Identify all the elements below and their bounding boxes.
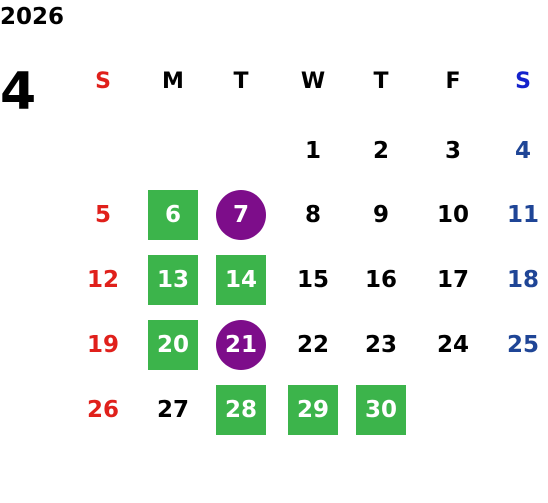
day-cell-1[interactable]: 1 — [304, 138, 321, 164]
day-cell-12[interactable]: 12 — [86, 267, 119, 293]
weekday-header-tue: T — [233, 68, 249, 94]
month-number: 4 — [0, 62, 37, 122]
weekday-header-fri: F — [445, 68, 461, 94]
weekday-header-thu: T — [373, 68, 389, 94]
day-cell-9[interactable]: 9 — [372, 202, 389, 228]
day-cell-19[interactable]: 19 — [86, 332, 119, 358]
day-cell-17[interactable]: 17 — [436, 267, 469, 293]
day-cell-10[interactable]: 10 — [436, 202, 469, 228]
day-cell-20[interactable]: 20 — [148, 320, 198, 370]
day-cell-21[interactable]: 21 — [216, 320, 266, 370]
day-cell-13[interactable]: 13 — [148, 255, 198, 305]
day-cell-7[interactable]: 7 — [216, 190, 266, 240]
day-cell-24[interactable]: 24 — [436, 332, 469, 358]
weekday-header-mon: M — [162, 68, 184, 94]
day-cell-16[interactable]: 16 — [364, 267, 397, 293]
day-cell-2[interactable]: 2 — [372, 138, 389, 164]
day-cell-28[interactable]: 28 — [216, 385, 266, 435]
day-cell-29[interactable]: 29 — [288, 385, 338, 435]
day-cell-5[interactable]: 5 — [94, 202, 111, 228]
day-cell-15[interactable]: 15 — [296, 267, 329, 293]
weekday-header-wed: W — [300, 68, 326, 94]
year-label: 2026 — [0, 4, 65, 30]
day-cell-4[interactable]: 4 — [514, 138, 531, 164]
day-cell-11[interactable]: 11 — [506, 202, 539, 228]
day-cell-22[interactable]: 22 — [296, 332, 329, 358]
day-cell-14[interactable]: 14 — [216, 255, 266, 305]
day-cell-3[interactable]: 3 — [444, 138, 461, 164]
day-cell-26[interactable]: 26 — [86, 397, 119, 423]
day-cell-25[interactable]: 25 — [506, 332, 539, 358]
day-cell-23[interactable]: 23 — [364, 332, 397, 358]
day-cell-27[interactable]: 27 — [156, 397, 189, 423]
day-cell-18[interactable]: 18 — [506, 267, 539, 293]
weekday-header-sun: S — [95, 68, 111, 94]
day-cell-6[interactable]: 6 — [148, 190, 198, 240]
day-cell-30[interactable]: 30 — [356, 385, 406, 435]
weekday-header-sat: S — [515, 68, 531, 94]
day-cell-8[interactable]: 8 — [304, 202, 321, 228]
